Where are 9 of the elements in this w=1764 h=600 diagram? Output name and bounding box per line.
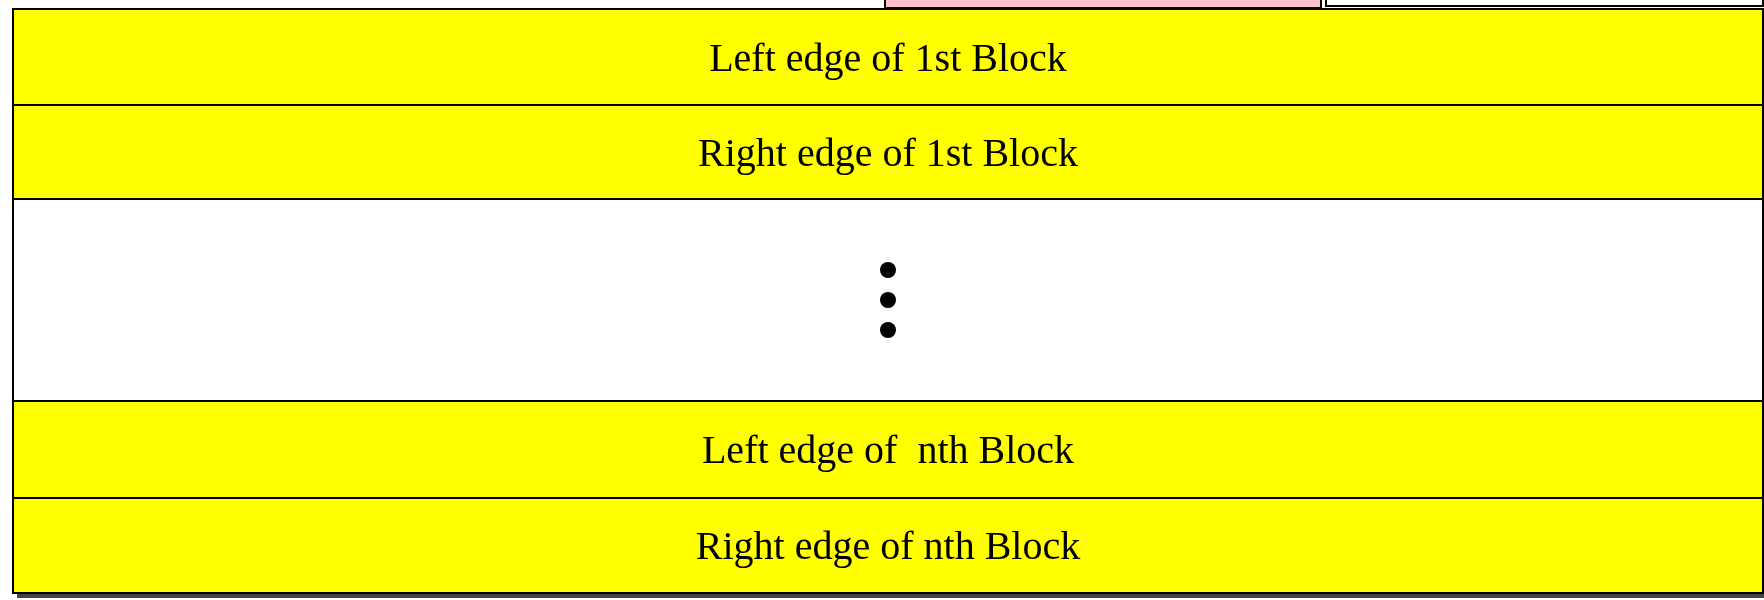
row-label: Left edge of nth Block	[701, 426, 1075, 473]
row-label: Right edge of 1st Block	[698, 128, 1078, 176]
table-row	[12, 497, 1764, 594]
row-label: Left edge of 1st Block	[709, 33, 1067, 81]
row-label: Right edge of nth Block	[695, 522, 1081, 569]
table-row	[12, 400, 1764, 499]
table-row	[12, 8, 1764, 106]
table-row	[12, 198, 1764, 402]
table-row	[12, 104, 1764, 200]
